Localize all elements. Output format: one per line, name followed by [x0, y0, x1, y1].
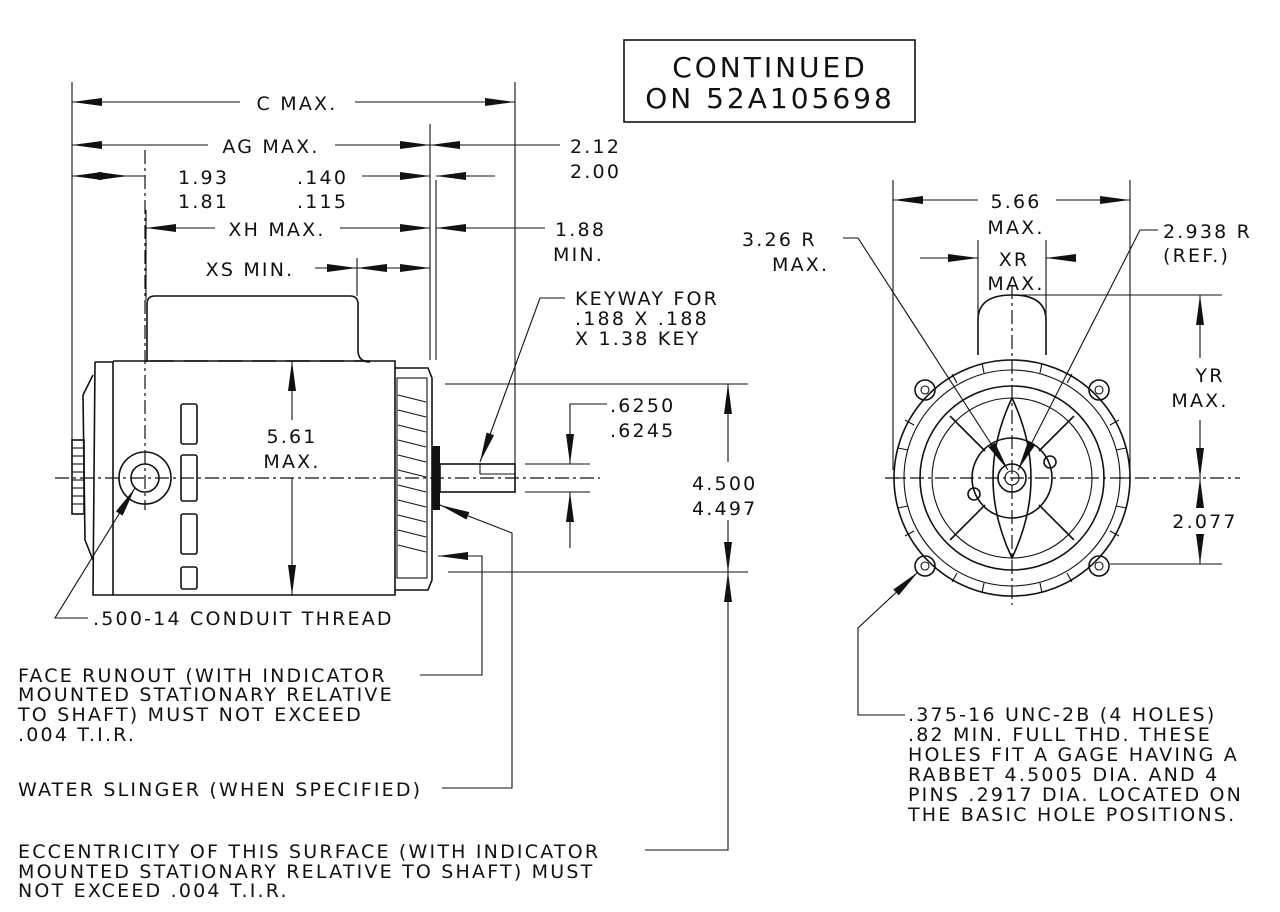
end-view-dimensions: 5.66 MAX. XR MAX. 3.26 R MAX. 2.938 R (R…	[742, 180, 1252, 826]
dim-2-938-r: 2.938 R	[1163, 221, 1252, 243]
water-slinger-note: WATER SLINGER (WHEN SPECIFIED)	[18, 779, 422, 801]
eccentricity-note-2: MOUNTED STATIONARY RELATIVE TO SHAFT) MU…	[18, 861, 594, 883]
dim-xr-max: MAX.	[987, 273, 1044, 295]
dim-1-88-min: MIN.	[553, 244, 604, 266]
continued-stamp: CONTINUED ON 52A105698	[623, 39, 916, 123]
dim-3-26-r: 3.26 R	[742, 229, 817, 251]
dim-yr: YR	[1194, 365, 1224, 387]
dim-2-12: 2.12	[570, 136, 621, 158]
dim-5-66: 5.66	[990, 191, 1041, 213]
dim-1-88: 1.88	[555, 219, 606, 241]
dim-5-61: 5.61	[266, 426, 317, 448]
holes-note-6: THE BASIC HOLE POSITIONS.	[907, 804, 1236, 826]
holes-note-3: HOLES FIT A GAGE HAVING A	[908, 744, 1239, 766]
dim-xh-max: XH MAX.	[228, 219, 325, 241]
holes-note-1: .375-16 UNC-2B (4 HOLES)	[908, 704, 1216, 726]
dim-3-26-r-max: MAX.	[772, 254, 829, 276]
keyway-label-2: .188 X .188	[575, 308, 709, 330]
dim-4-497: 4.497	[692, 498, 757, 520]
dim-c-max: C MAX.	[257, 93, 338, 115]
dim-4-500: 4.500	[692, 473, 757, 495]
keyway-label-3: X 1.38 KEY	[575, 328, 700, 350]
dim-0-115: .115	[297, 191, 348, 213]
holes-note-2: .82 MIN. FULL THD. THESE	[908, 724, 1212, 746]
side-view-dimensions: C MAX. AG MAX. 2.12 2.00 1.93 1.81 .140 …	[54, 93, 757, 630]
dim-0-6250: .6250	[610, 395, 675, 417]
dim-0-140: .140	[297, 167, 348, 189]
dim-yr-max: MAX.	[1171, 390, 1228, 412]
dim-xs-min: XS MIN.	[206, 259, 295, 281]
dim-2-938-ref: (REF.)	[1163, 245, 1230, 267]
stamp-line-2: ON 52A105698	[645, 82, 895, 115]
stamp-line-1: CONTINUED	[672, 51, 868, 84]
dim-ag-max: AG MAX.	[222, 136, 319, 158]
face-runout-note-2: MOUNTED STATIONARY RELATIVE	[18, 684, 394, 706]
holes-note-5: PINS .2917 DIA. LOCATED ON	[908, 784, 1243, 806]
face-runout-note-3: TO SHAFT) MUST NOT EXCEED	[17, 704, 363, 726]
eccentricity-note-3: NOT EXCEED .004 T.I.R.	[18, 880, 289, 902]
dim-2-00: 2.00	[570, 161, 621, 183]
keyway-label-1: KEYWAY FOR	[575, 288, 719, 310]
end-view-motor	[885, 285, 1240, 605]
dim-xr: XR	[999, 249, 1030, 271]
dim-1-81: 1.81	[178, 191, 229, 213]
dim-2-077: 2.077	[1172, 511, 1237, 533]
dim-1-93: 1.93	[178, 167, 229, 189]
face-runout-note-1: FACE RUNOUT (WITH INDICATOR	[18, 665, 387, 687]
holes-note-4: RABBET 4.5005 DIA. AND 4	[908, 764, 1219, 786]
conduit-thread-note: .500-14 CONDUIT THREAD	[93, 608, 394, 630]
dim-5-61-max: MAX.	[263, 451, 320, 473]
face-runout-note-4: .004 T.I.R.	[18, 724, 136, 746]
notes: FACE RUNOUT (WITH INDICATOR MOUNTED STAT…	[17, 504, 732, 902]
side-view-motor	[55, 82, 600, 596]
dim-0-6245: .6245	[610, 420, 675, 442]
dim-5-66-max: MAX.	[987, 217, 1044, 239]
eccentricity-note-1: ECCENTRICITY OF THIS SURFACE (WITH INDIC…	[18, 841, 600, 863]
